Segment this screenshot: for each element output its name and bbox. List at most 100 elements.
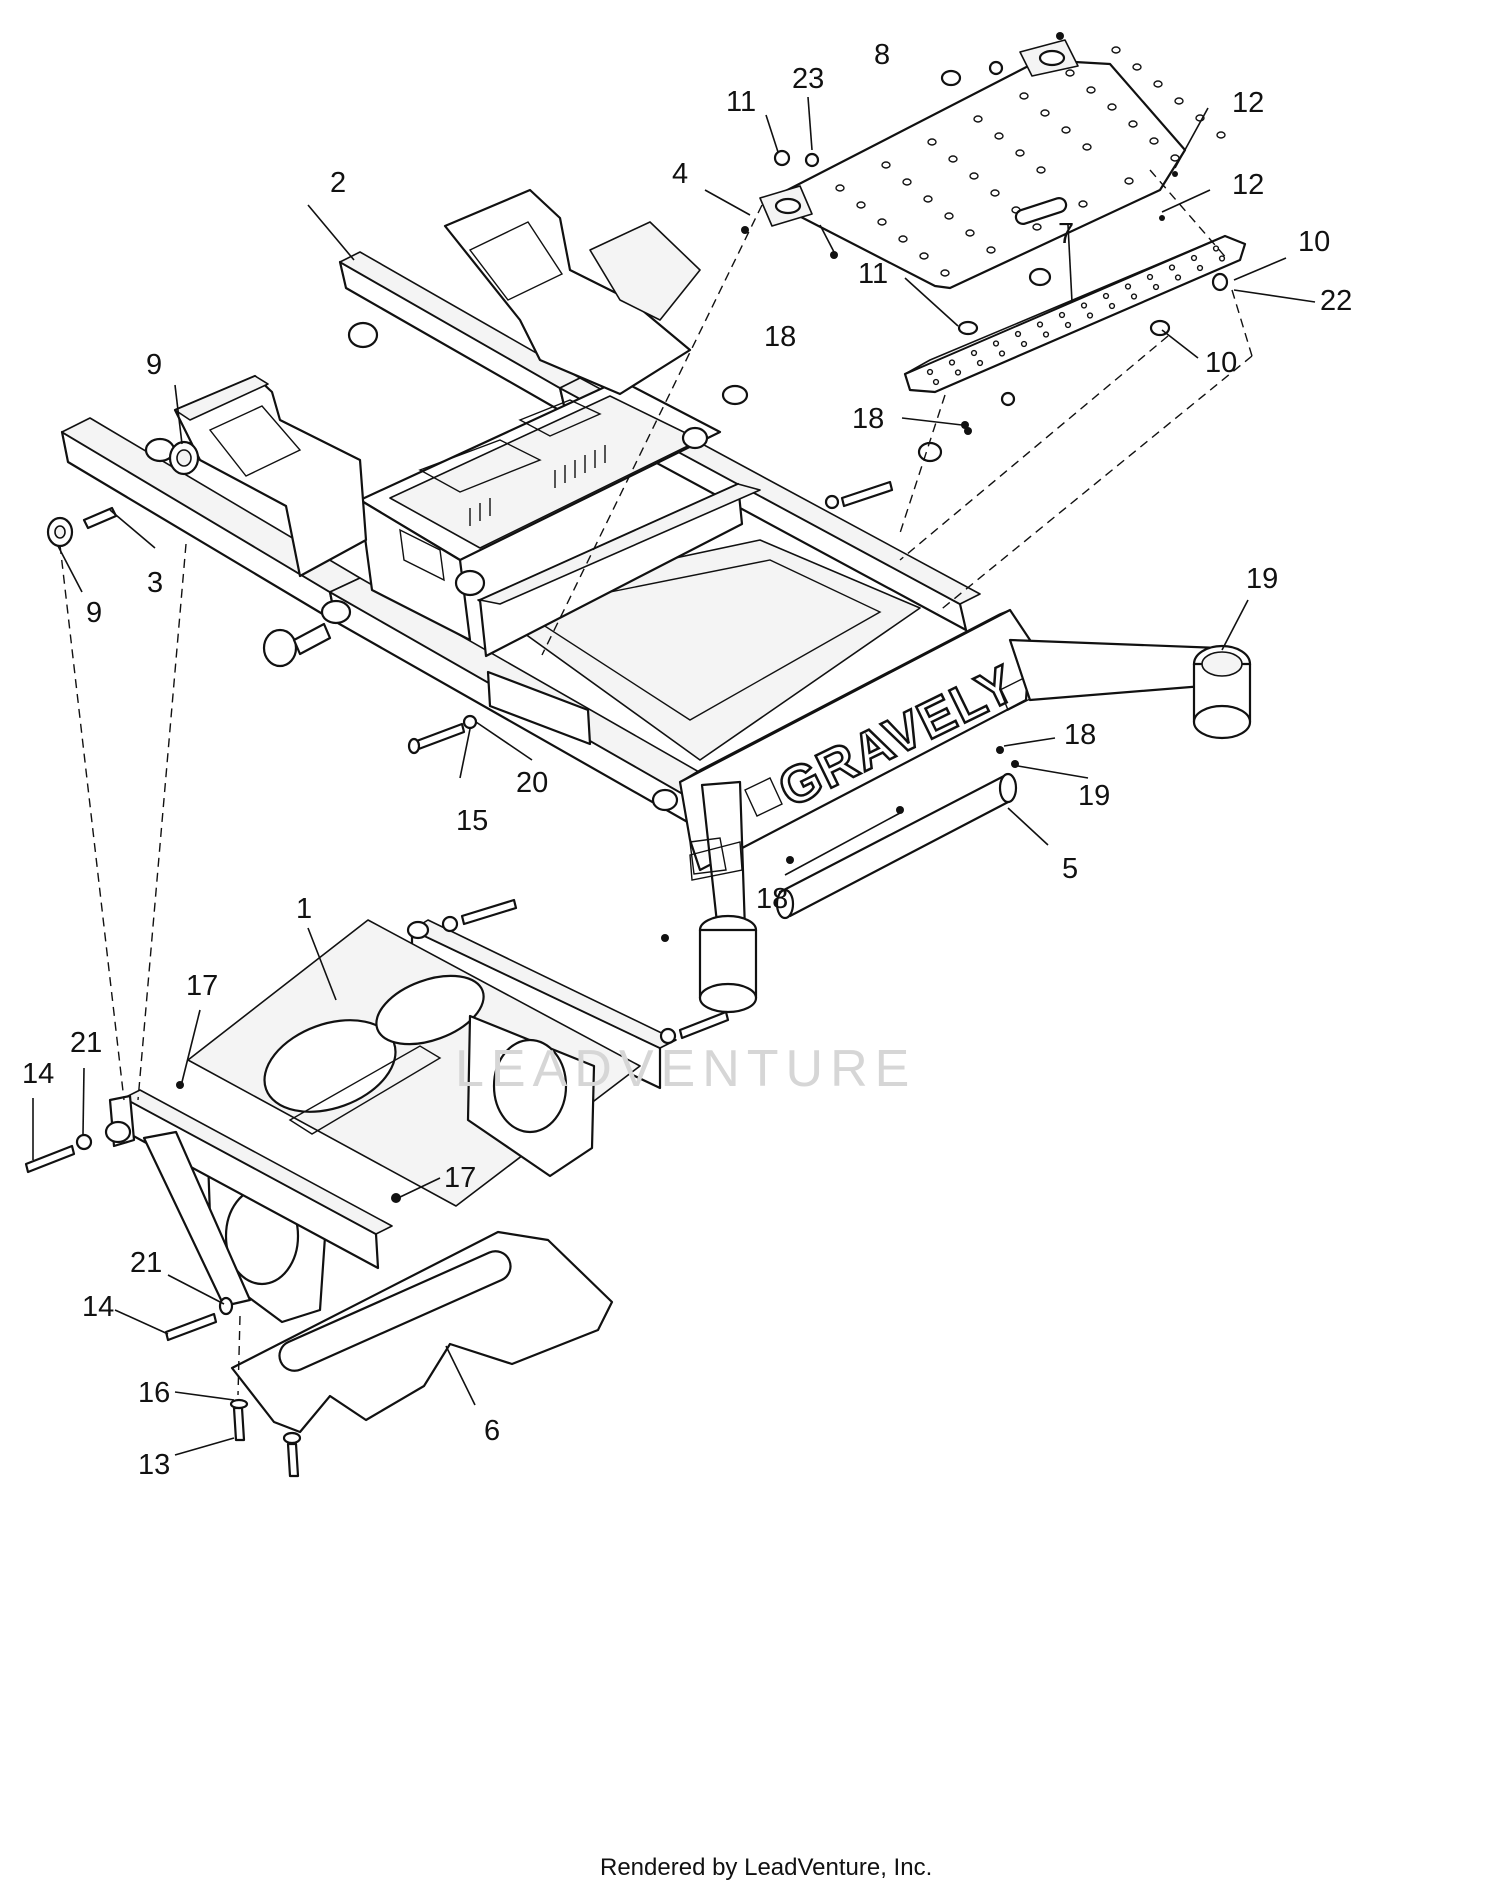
plate-hole — [877, 218, 887, 226]
callout-18-bar: 18 — [852, 403, 884, 435]
bar-hole — [1058, 311, 1066, 319]
bar-hole — [976, 359, 984, 367]
plate-hole — [1124, 177, 1134, 185]
callout-14-upper: 14 — [22, 1058, 54, 1090]
bar-hole — [1064, 321, 1072, 329]
plate-hole — [927, 138, 937, 146]
plate-hole — [902, 178, 912, 186]
callout-18-front: 18 — [756, 883, 788, 915]
bar-hole — [1174, 274, 1182, 281]
plate-hole — [1082, 143, 1092, 151]
leader-lines — [32, 96, 1316, 1456]
callout-18-plate: 18 — [764, 321, 796, 353]
callout-19-bumper: 19 — [1078, 780, 1110, 812]
callout-14-lower: 14 — [82, 1291, 114, 1323]
callout-12-lower: 12 — [1232, 169, 1264, 201]
plate-hole — [1032, 223, 1042, 231]
plate-hole — [835, 184, 845, 192]
plate-hole — [1149, 137, 1159, 145]
plate-hole — [1170, 154, 1180, 162]
callout-13: 13 — [138, 1449, 170, 1481]
bar-hole — [1152, 283, 1160, 291]
bar-hole — [998, 350, 1006, 357]
bar-hole — [992, 340, 1000, 347]
plate-hole — [1132, 63, 1142, 71]
plate-hole — [919, 252, 929, 260]
callout-11-lower: 11 — [858, 258, 888, 290]
support-bar[interactable] — [903, 234, 1247, 394]
callout-10-lower: 10 — [1205, 347, 1237, 379]
watermark: LEADVENTURE — [455, 1040, 916, 1098]
bar-hole — [1086, 312, 1094, 319]
callout-5: 5 — [1062, 853, 1078, 885]
callout-15: 15 — [456, 805, 488, 837]
plate-hole — [1216, 131, 1226, 139]
plate-hole — [940, 269, 950, 277]
callout-20: 20 — [516, 767, 548, 799]
plate-hole — [923, 195, 933, 203]
bar-hole — [1108, 302, 1116, 310]
callout-8: 8 — [874, 39, 890, 71]
callout-19-caster: 19 — [1246, 563, 1278, 595]
alignment-lines — [59, 169, 1253, 1396]
plate-hole — [1015, 149, 1025, 157]
callout-18-bumper: 18 — [1064, 719, 1096, 751]
plate-hole — [994, 132, 1004, 140]
deck-shield[interactable] — [230, 1230, 614, 1434]
callout-23: 23 — [792, 63, 824, 95]
plate-hole — [1107, 103, 1117, 111]
plate-hole — [1153, 80, 1163, 88]
bar-hole — [948, 359, 956, 366]
callout-22: 22 — [1320, 285, 1352, 317]
plate-hole — [1086, 86, 1096, 94]
bar-hole — [1014, 330, 1022, 338]
bar-hole — [1080, 302, 1088, 309]
callout-12-upper: 12 — [1232, 87, 1264, 119]
callout-16: 16 — [138, 1377, 170, 1409]
callout-6: 6 — [484, 1415, 500, 1447]
callout-9-upper: 9 — [146, 349, 162, 381]
plate-hole — [1078, 200, 1088, 208]
plate-hole — [1128, 120, 1138, 128]
bar-hole — [1196, 264, 1204, 272]
plate-hole — [1011, 206, 1021, 214]
plate-hole — [856, 201, 866, 209]
bar-hole — [954, 369, 962, 376]
bar-hole — [1102, 292, 1110, 300]
plate-hole — [1040, 109, 1050, 117]
plate-hole — [1111, 46, 1121, 54]
callout-17-upper: 17 — [186, 970, 218, 1002]
callout-1: 1 — [296, 893, 312, 925]
bar-hole — [1130, 293, 1138, 300]
bumper-strip[interactable] — [775, 772, 1018, 920]
bar-hole — [1036, 321, 1044, 328]
bar-hole — [1190, 254, 1198, 262]
foot-plate[interactable] — [759, 39, 1226, 290]
bar-hole — [1124, 283, 1132, 290]
callout-10-upper: 10 — [1298, 226, 1330, 258]
plate-hole — [944, 212, 954, 220]
bar-hole — [932, 378, 940, 386]
callout-11-upper: 11 — [726, 86, 756, 118]
plate-hole — [969, 172, 979, 180]
plate-hole — [898, 235, 908, 243]
bar-hole — [1212, 245, 1220, 252]
callout-7: 7 — [1058, 218, 1074, 250]
plate-hole — [973, 115, 983, 123]
plate-hole — [990, 189, 1000, 197]
callout-2: 2 — [330, 167, 346, 199]
bar-hole — [1042, 331, 1050, 338]
plate-hole — [986, 246, 996, 254]
bar-hole — [1168, 264, 1176, 271]
plate-hole — [948, 155, 958, 163]
callout-4: 4 — [672, 158, 688, 190]
footer-credit: Rendered by LeadVenture, Inc. — [600, 1854, 932, 1881]
callout-21-upper: 21 — [70, 1027, 102, 1059]
plate-hole — [965, 229, 975, 237]
plate-hole — [1019, 92, 1029, 100]
callout-21-lower: 21 — [130, 1247, 162, 1279]
bar-hole — [926, 368, 934, 376]
bar-hole — [1020, 340, 1028, 348]
plate-hole — [1061, 126, 1071, 134]
